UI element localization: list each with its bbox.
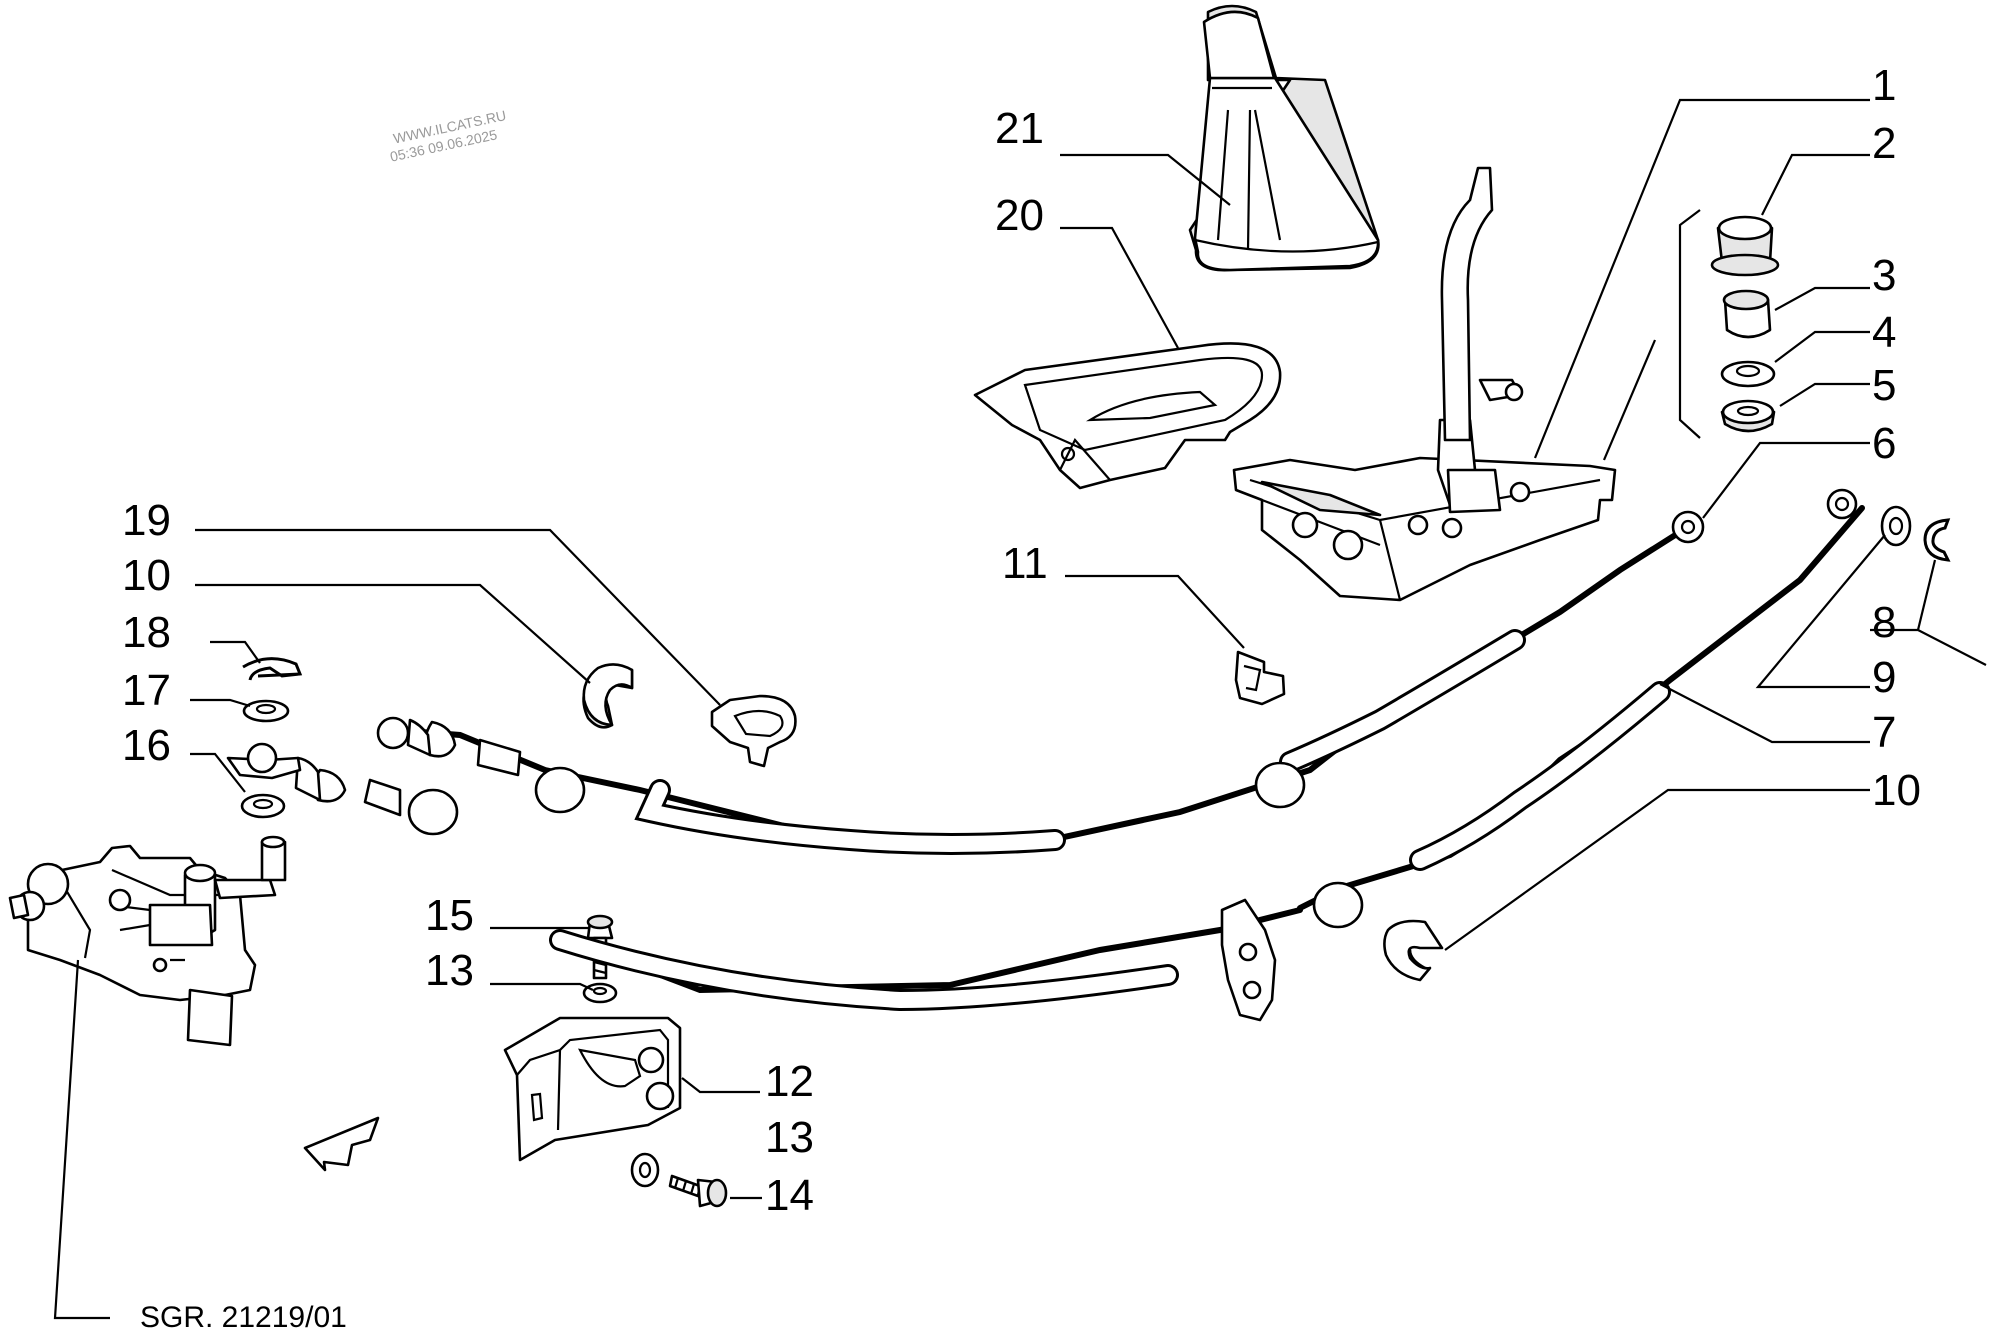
callout-7: 7 (1872, 708, 1896, 757)
direction-arrow-icon (303, 1116, 380, 1172)
part-trim-bezel (973, 342, 1282, 490)
watermark: WWW.ILCATS.RU 05:36 09.06.2025 (389, 107, 508, 165)
callout-8: 8 (1872, 598, 1896, 647)
part-10-top-clip (582, 663, 634, 729)
part-14-bolt (668, 1174, 728, 1208)
part-7-select-cable (226, 488, 1865, 1022)
part-gear-boot (1188, 4, 1380, 272)
part-3-spacer (1722, 289, 1772, 339)
callouts: 1 2 3 4 5 6 7 8 9 10 10 11 12 13 13 14 1… (122, 61, 1921, 1331)
callout-4: 4 (1872, 308, 1896, 357)
part-4-washer (1720, 360, 1776, 388)
callout-3: 3 (1872, 251, 1896, 300)
callout-21: 21 (995, 104, 1044, 153)
callout-10-bottom: 10 (1872, 766, 1921, 815)
callout-9: 9 (1872, 653, 1896, 702)
callout-12: 12 (765, 1057, 814, 1106)
callout-14: 14 (765, 1171, 814, 1220)
part-gearbox-selector (8, 835, 287, 1047)
callout-1: 1 (1872, 61, 1896, 110)
callout-11: 11 (1002, 539, 1048, 588)
part-13-washer-top (582, 982, 618, 1004)
part-13-washer-bottom (630, 1152, 660, 1188)
part-18-clip (242, 657, 303, 681)
callout-5: 5 (1872, 361, 1896, 410)
leader-lines (53, 98, 1987, 1320)
part-16-washer (240, 793, 286, 819)
reference-code: SGR. 21219/01 (140, 1301, 347, 1331)
part-5-nut (1720, 399, 1776, 433)
callout-6: 6 (1872, 419, 1896, 468)
callout-16: 16 (122, 721, 171, 770)
callout-20: 20 (995, 191, 1044, 240)
part-9-washer (1880, 505, 1912, 547)
callout-13-bottom: 13 (765, 1113, 814, 1162)
part-8-circlip (1923, 518, 1951, 562)
part-gear-lever-assembly (1232, 166, 1617, 602)
callout-15: 15 (425, 891, 474, 940)
callout-2: 2 (1872, 119, 1896, 168)
callout-19: 19 (122, 496, 171, 545)
part-12-bracket (503, 1016, 682, 1162)
part-11-clip (1234, 650, 1286, 706)
part-19-cable-bracket (710, 694, 797, 768)
callout-18: 18 (122, 608, 171, 657)
part-2-bushing (1710, 215, 1780, 277)
part-17-washer (242, 699, 290, 723)
callout-10-top: 10 (122, 551, 171, 600)
callout-13-top: 13 (425, 946, 474, 995)
part-6-engage-cable (376, 510, 1705, 855)
part-10-bottom-clip (1383, 919, 1444, 982)
callout-17: 17 (122, 666, 171, 715)
